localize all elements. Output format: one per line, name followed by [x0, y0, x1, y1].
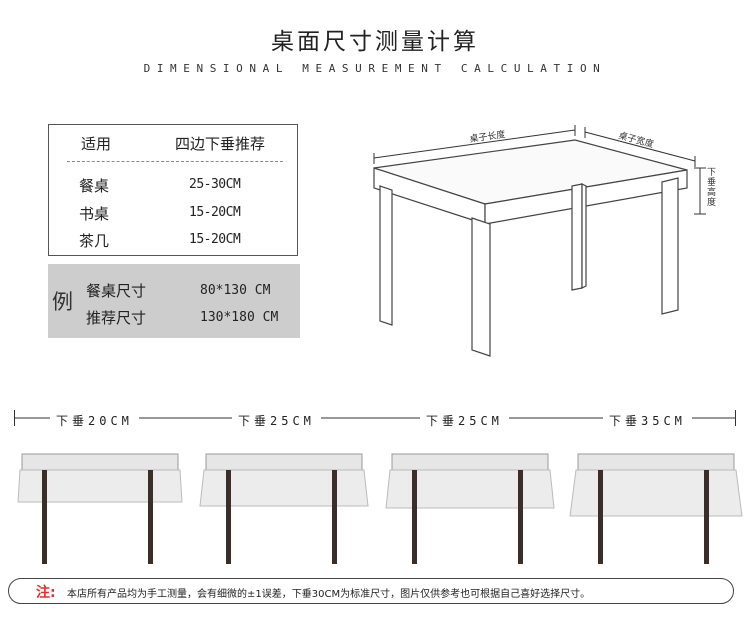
row-drop-desk: 15-20CM [189, 205, 241, 220]
row-use-tea-table: 茶几 [79, 232, 110, 250]
table-width-label: 桌子宽度 [617, 129, 655, 150]
example-label-table-size: 餐桌尺寸 [86, 282, 147, 300]
tablecloth-example-3 [385, 453, 555, 564]
example-value-recommended: 130*180 CM [200, 310, 279, 325]
row-use-dining: 餐桌 [79, 177, 110, 195]
table-leg-1b [148, 470, 153, 564]
table-dimension-diagram: 桌子长度 桌子宽度 [373, 125, 706, 357]
drop-reference-table: 适用 四边下垂推荐 餐桌 25-30CM 书桌 15-20CM 茶几 15-20… [48, 124, 298, 256]
table-leg-3b [518, 470, 523, 564]
leg-front [471, 217, 491, 357]
tablecloth-example-2 [199, 453, 369, 564]
table-leg-2a [226, 470, 231, 564]
header-drop: 四边下垂推荐 [175, 135, 266, 153]
leg-left [379, 185, 393, 326]
tablecloth-top-4 [577, 453, 735, 471]
drop-label-3: 下垂25CM [420, 412, 509, 429]
header-use: 适用 [81, 135, 112, 153]
tablecloth-drape-2 [199, 469, 369, 507]
example-char: 例 [52, 290, 73, 314]
row-drop-dining: 25-30CM [189, 177, 241, 192]
note-box: 注: 本店所有产品均为手工测量，会有细微的±1误差，下垂30CM为标准尺寸，图片… [8, 578, 734, 604]
drop-label-1: 下垂20CM [50, 412, 139, 429]
example-value-table-size: 80*130 CM [200, 283, 271, 298]
page-subtitle: DIMENSIONAL MEASUREMENT CALCULATION [143, 62, 607, 75]
table-leg-4b [704, 470, 709, 564]
tablecloth-drape-3 [385, 469, 555, 509]
leg-right [661, 177, 679, 315]
table-leg-3a [412, 470, 417, 564]
page-title: 桌面尺寸测量计算 [271, 29, 479, 55]
table-leg-2b [332, 470, 337, 564]
drop-height-label: 下垂高度 [707, 168, 717, 208]
leg-back-right-2 [581, 183, 587, 289]
tablecloth-example-1 [17, 453, 183, 564]
header-divider [67, 161, 283, 162]
tablecloth-drape-1 [17, 469, 183, 503]
example-label-recommended: 推荐尺寸 [86, 309, 147, 327]
table-length-label: 桌子长度 [469, 128, 506, 145]
drop-label-2: 下垂25CM [232, 412, 321, 429]
note-text: 本店所有产品均为手工测量，会有细微的±1误差，下垂30CM为标准尺寸，图片仅供参… [67, 589, 591, 600]
leg-back-right [571, 183, 583, 291]
row-drop-tea-table: 15-20CM [189, 232, 241, 247]
tablecloth-top-1 [21, 453, 179, 471]
tablecloth-top-3 [391, 453, 549, 471]
drop-label-4: 下垂35CM [603, 412, 692, 429]
note-mark: 注: [36, 585, 56, 601]
table-leg-4a [598, 470, 603, 564]
row-use-desk: 书桌 [79, 205, 110, 223]
tablecloth-top-2 [205, 453, 363, 471]
tablecloth-example-4 [569, 453, 743, 564]
example-box: 例 餐桌尺寸 80*130 CM 推荐尺寸 130*180 CM [48, 264, 300, 338]
table-leg-1a [42, 470, 47, 564]
tablecloth-drape-4 [569, 469, 743, 517]
